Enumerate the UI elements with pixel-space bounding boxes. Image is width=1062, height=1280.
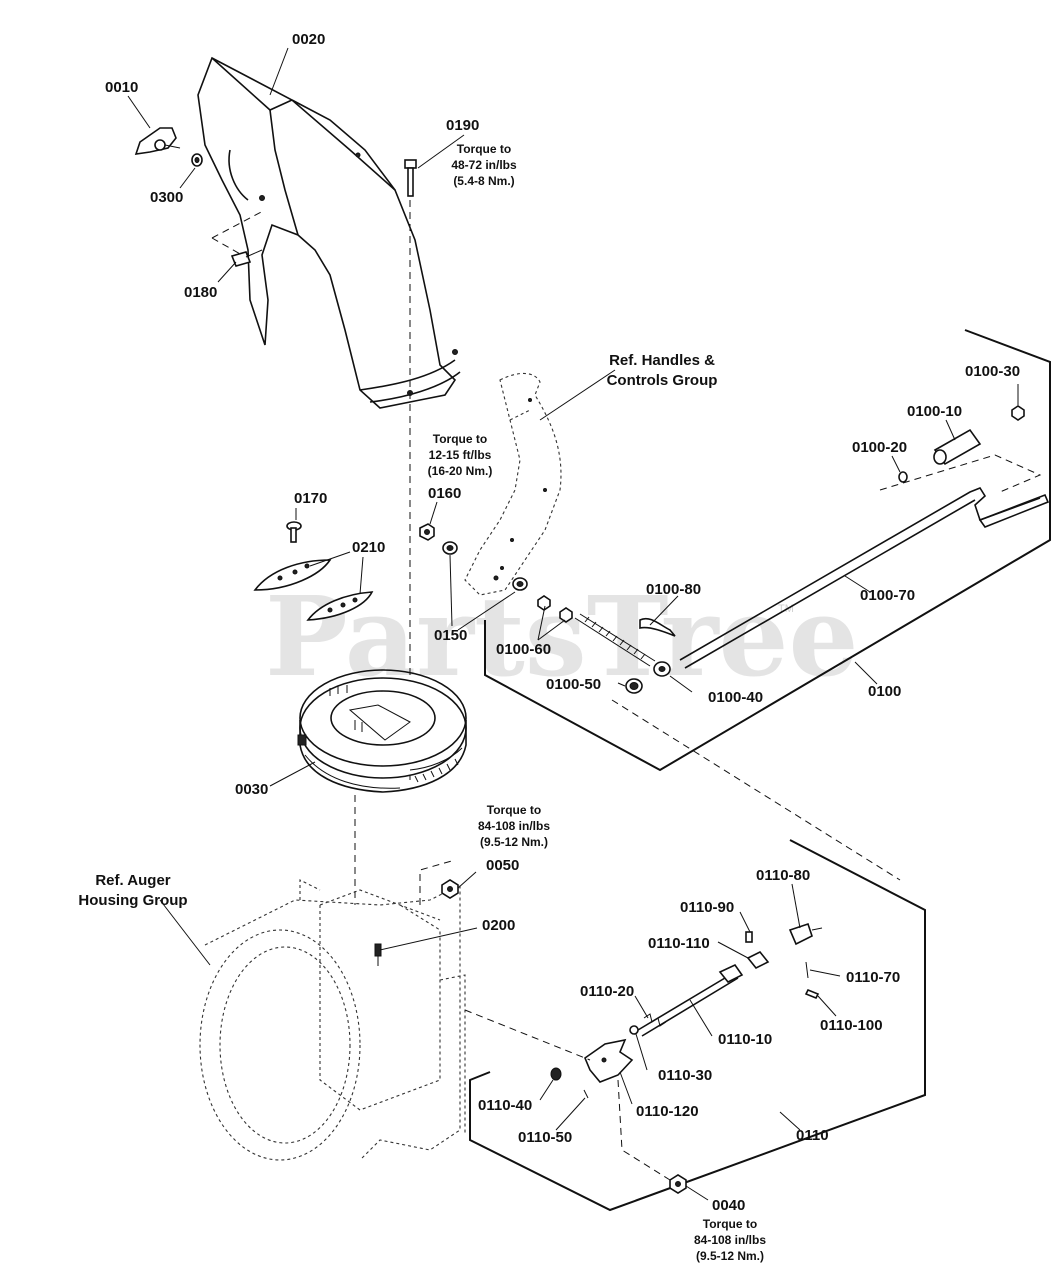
label-0170: 0170 (294, 490, 327, 507)
svg-text:48-72 in/lbs: 48-72 in/lbs (451, 158, 517, 172)
rod-washer[interactable] (512, 577, 528, 591)
label-0150: 0150 (434, 627, 467, 644)
svg-text:Torque to: Torque to (457, 142, 511, 156)
svg-text:(9.5-12 Nm.): (9.5-12 Nm.) (696, 1249, 764, 1263)
label-0110-110: 0110-110 (648, 935, 710, 952)
handles-reference-outline (464, 372, 562, 596)
label-0110-30: 0110-30 (658, 1067, 712, 1084)
hair-pin[interactable] (805, 961, 809, 979)
svg-text:84-108 in/lbs: 84-108 in/lbs (694, 1233, 766, 1247)
torque-note-0050: Torque to 84-108 in/lbs (9.5-12 Nm.) (478, 803, 550, 849)
lever-knob[interactable] (550, 1067, 562, 1081)
svg-text:(9.5-12 Nm.): (9.5-12 Nm.) (480, 835, 548, 849)
assembly-0100-bracket (484, 329, 1051, 772)
label-0110-10: 0110-10 (718, 1031, 772, 1048)
label-0020: 0020 (292, 31, 325, 48)
svg-text:Torque to: Torque to (703, 1217, 757, 1231)
set-screw[interactable] (745, 931, 753, 943)
swivel-block[interactable] (746, 950, 770, 970)
label-0110-40: 0110-40 (478, 1097, 532, 1114)
leader-lines (127, 47, 1019, 1201)
label-0300: 0300 (150, 189, 183, 206)
label-0110-120: 0110-120 (636, 1103, 699, 1120)
svg-text:(16-20 Nm.): (16-20 Nm.) (428, 464, 493, 478)
eye-bolt[interactable] (653, 661, 671, 677)
clevis-pin[interactable] (804, 988, 820, 1000)
label-0160: 0160 (428, 485, 461, 502)
svg-text:12-15 ft/lbs: 12-15 ft/lbs (429, 448, 492, 462)
carriage-bolt[interactable] (230, 249, 263, 267)
label-0100-70: 0100-70 (860, 587, 915, 604)
housing-nut[interactable] (441, 879, 459, 899)
rod-washer-small[interactable] (898, 471, 908, 483)
ref-auger-housing: Ref. Auger Housing Group (78, 872, 187, 909)
label-0110-50: 0110-50 (518, 1129, 572, 1146)
label-0190: 0190 (446, 117, 479, 134)
label-0030: 0030 (235, 781, 268, 798)
control-rod[interactable] (679, 487, 1050, 669)
shift-lever-bracket[interactable] (584, 1038, 634, 1083)
svg-text:Ref. Auger: Ref. Auger (95, 872, 170, 889)
label-0110-90: 0110-90 (680, 899, 734, 916)
rod-nut-end[interactable] (1011, 405, 1025, 421)
chute-bolt[interactable] (404, 159, 417, 197)
label-0100-60: 0100-60 (496, 641, 551, 658)
label-0100-80: 0100-80 (646, 581, 701, 598)
jam-nut-pair[interactable] (537, 595, 573, 623)
torque-note-0040: Torque to 84-108 in/lbs (9.5-12 Nm.) (694, 1217, 766, 1263)
spring-washer[interactable] (629, 1025, 639, 1035)
svg-text:Ref. Handles &: Ref. Handles & (609, 352, 715, 369)
chute-knob[interactable] (134, 127, 181, 155)
label-0110-80: 0110-80 (756, 867, 810, 884)
label-0110: 0110 (796, 1127, 829, 1144)
ref-handles-controls: Ref. Handles & Controls Group (607, 352, 718, 389)
svg-text:Torque to: Torque to (487, 803, 541, 817)
label-0100-40: 0100-40 (708, 689, 763, 706)
lever-screw[interactable] (583, 1089, 589, 1099)
label-0110-70: 0110-70 (846, 969, 900, 986)
flat-washer[interactable] (442, 541, 458, 555)
label-0100-30: 0100-30 (965, 363, 1020, 380)
cotter-pin[interactable] (639, 617, 676, 637)
label-0050: 0050 (486, 857, 519, 874)
label-0100-50: 0100-50 (546, 676, 601, 693)
svg-text:Torque to: Torque to (433, 432, 487, 446)
svg-text:84-108 in/lbs: 84-108 in/lbs (478, 819, 550, 833)
chute-bracket-upper[interactable] (253, 559, 332, 591)
label-0200: 0200 (482, 917, 515, 934)
threaded-rod[interactable] (574, 613, 656, 667)
lever-nut[interactable] (669, 1174, 687, 1194)
svg-text:Housing Group: Housing Group (78, 892, 187, 909)
label-0100-10: 0100-10 (907, 403, 962, 420)
compression-spring[interactable] (643, 1013, 667, 1027)
label-0100-20: 0100-20 (852, 439, 907, 456)
svg-text:(5.4-8 Nm.): (5.4-8 Nm.) (453, 174, 514, 188)
flange-nut[interactable] (419, 523, 435, 541)
label-0180: 0180 (184, 284, 217, 301)
svg-text:Controls Group: Controls Group (607, 372, 718, 389)
label-0110-100: 0110-100 (820, 1017, 883, 1034)
discharge-chute[interactable] (197, 56, 461, 409)
chute-bracket-lower[interactable] (306, 591, 374, 621)
auger-housing-reference-outline (199, 879, 466, 1161)
label-0010: 0010 (105, 79, 138, 96)
spacer-tube[interactable] (933, 428, 982, 466)
label-0040: 0040 (712, 1197, 745, 1214)
label-0210: 0210 (352, 539, 385, 556)
label-0100: 0100 (868, 683, 901, 700)
grommet[interactable] (625, 678, 643, 694)
clevis[interactable] (788, 922, 823, 946)
label-0110-20: 0110-20 (580, 983, 634, 1000)
assembly-0110-bracket (469, 839, 926, 1212)
torque-note-0160: Torque to 12-15 ft/lbs (16-20 Nm.) (428, 432, 493, 478)
chute-rotator-gear[interactable] (297, 669, 467, 793)
deflector-screw[interactable] (286, 521, 302, 543)
housing-bolt[interactable] (374, 943, 382, 966)
chute-washer[interactable] (191, 153, 203, 167)
torque-note-0190: Torque to 48-72 in/lbs (5.4-8 Nm.) (451, 142, 517, 188)
